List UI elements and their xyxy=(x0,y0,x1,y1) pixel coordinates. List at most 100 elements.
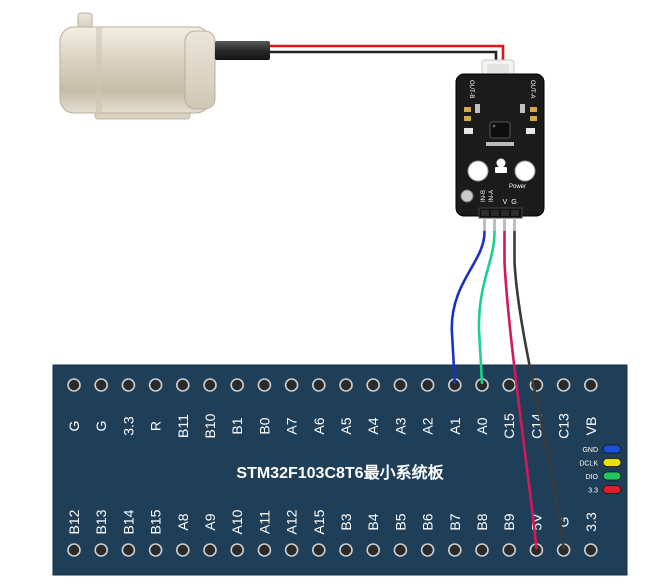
bottom-pin-b8 xyxy=(475,543,489,557)
board-title: STM32F103C8T6最小系统板 xyxy=(236,463,444,482)
top-pin-a6 xyxy=(311,378,326,392)
top-pin-label: B0 xyxy=(256,417,272,434)
bottom-pin-b3 xyxy=(339,543,353,557)
side-header-label: GND xyxy=(582,447,598,454)
bottom-pin-label: B9 xyxy=(501,513,517,530)
side-header-pin xyxy=(602,458,622,467)
wire-v-to-5v xyxy=(503,230,538,550)
power-label: Power xyxy=(509,184,526,190)
driver-chip xyxy=(489,121,511,139)
bottom-pin-label: B6 xyxy=(420,513,436,530)
top-pin-c15 xyxy=(502,378,517,392)
pin-label-in-b: IN-B xyxy=(481,190,487,202)
bottom-pin-label: B4 xyxy=(365,513,381,530)
top-pin-label: G xyxy=(93,421,109,432)
motor-wire-black xyxy=(270,50,498,66)
bottom-pin-label: B7 xyxy=(447,513,463,530)
top-pin-a7 xyxy=(284,378,299,392)
top-pin-label: VB xyxy=(583,417,599,436)
top-pin-a2 xyxy=(420,378,435,392)
top-pin-label: A3 xyxy=(392,417,408,434)
bottom-pin-a10 xyxy=(230,543,244,557)
top-pin-label: A6 xyxy=(311,417,327,434)
top-pin-label: B10 xyxy=(202,413,218,438)
top-pin-b11 xyxy=(176,378,190,392)
bottom-pin-b4 xyxy=(366,543,381,557)
top-pin-g xyxy=(94,378,108,392)
bottom-pin-label: A12 xyxy=(284,509,300,534)
top-pin-b10 xyxy=(203,378,217,392)
bottom-pin-label: 3.3 xyxy=(583,512,599,532)
logo-icon xyxy=(496,158,506,168)
mount-hole-right xyxy=(514,160,536,182)
top-pin-label: C13 xyxy=(556,413,572,439)
top-pin-label: R xyxy=(148,421,164,431)
top-pin-label: C15 xyxy=(501,413,517,439)
bottom-pin-label: B13 xyxy=(93,509,109,534)
bottom-pin-b14 xyxy=(121,543,136,557)
bottom-pin-label: B15 xyxy=(148,509,164,534)
bottom-pin-label: A15 xyxy=(311,509,327,534)
board-pcb xyxy=(52,364,628,576)
top-pin-g xyxy=(67,378,81,392)
bottom-pin-label: B5 xyxy=(392,513,408,530)
bottom-pin-b7 xyxy=(447,543,462,557)
bottom-pin-b5 xyxy=(393,543,408,557)
bottom-pin-label: 5V xyxy=(528,513,544,531)
bottom-pin-b12 xyxy=(67,543,81,557)
top-pin-c13 xyxy=(556,378,571,392)
top-pin-3-3 xyxy=(121,378,136,392)
bottom-pin-b6 xyxy=(420,543,435,557)
bottom-pin-a11 xyxy=(257,543,272,557)
side-header: GND DCLK DIO 3.3 xyxy=(579,444,622,495)
bottom-pin-label: B12 xyxy=(66,509,82,534)
top-pin-row xyxy=(67,378,598,392)
pin-label-in-a: IN-A xyxy=(489,190,495,202)
bottom-pin-label: G xyxy=(556,517,572,528)
pin-label-v: V xyxy=(503,199,508,206)
side-header-label: 3.3 xyxy=(588,488,598,495)
wire-in-b-to-a1 xyxy=(450,230,486,385)
side-header-pin xyxy=(602,471,622,481)
mount-hole-left xyxy=(467,160,489,182)
bottom-pin-b9 xyxy=(502,543,517,557)
side-header-pin xyxy=(602,444,622,454)
out-b-label: OUT-B xyxy=(468,80,474,98)
heat-shrink-sleeve xyxy=(215,41,270,60)
bottom-pin-b15 xyxy=(148,543,163,557)
top-pin-label: A5 xyxy=(338,417,354,434)
bottom-pin-label: A8 xyxy=(175,513,191,530)
bottom-pin-a15 xyxy=(311,543,326,557)
power-led xyxy=(460,189,474,203)
side-header-label: DIO xyxy=(586,474,599,481)
motor-wires xyxy=(215,41,505,66)
top-pin-b1 xyxy=(230,378,244,392)
side-header-pin xyxy=(602,485,622,494)
top-pin-label: 3.3 xyxy=(120,416,136,436)
bottom-pin-a9 xyxy=(203,543,217,557)
wire-in-a-to-a0 xyxy=(477,230,496,385)
bottom-pin-b13 xyxy=(94,543,108,557)
top-pin-b0 xyxy=(257,378,272,392)
out-a-label: OUT-A xyxy=(529,80,535,98)
top-pin-r xyxy=(148,378,163,392)
motor-end-cap xyxy=(184,30,216,110)
bottom-pin-label: A10 xyxy=(229,509,245,534)
top-pin-label: A4 xyxy=(365,417,381,434)
top-pin-label: B1 xyxy=(229,417,245,434)
bottom-pin-row xyxy=(67,543,598,557)
top-pin-label: A7 xyxy=(284,417,300,434)
motor xyxy=(59,12,216,120)
bottom-pin-label: A11 xyxy=(256,510,272,534)
bottom-pin-a8 xyxy=(176,543,190,557)
driver-header xyxy=(478,207,523,219)
top-pin-label: A1 xyxy=(447,417,463,434)
side-header-label: DCLK xyxy=(579,461,598,468)
jumper-wires xyxy=(450,230,565,550)
top-pin-label: A2 xyxy=(420,417,436,434)
top-pin-label: G xyxy=(66,421,82,432)
